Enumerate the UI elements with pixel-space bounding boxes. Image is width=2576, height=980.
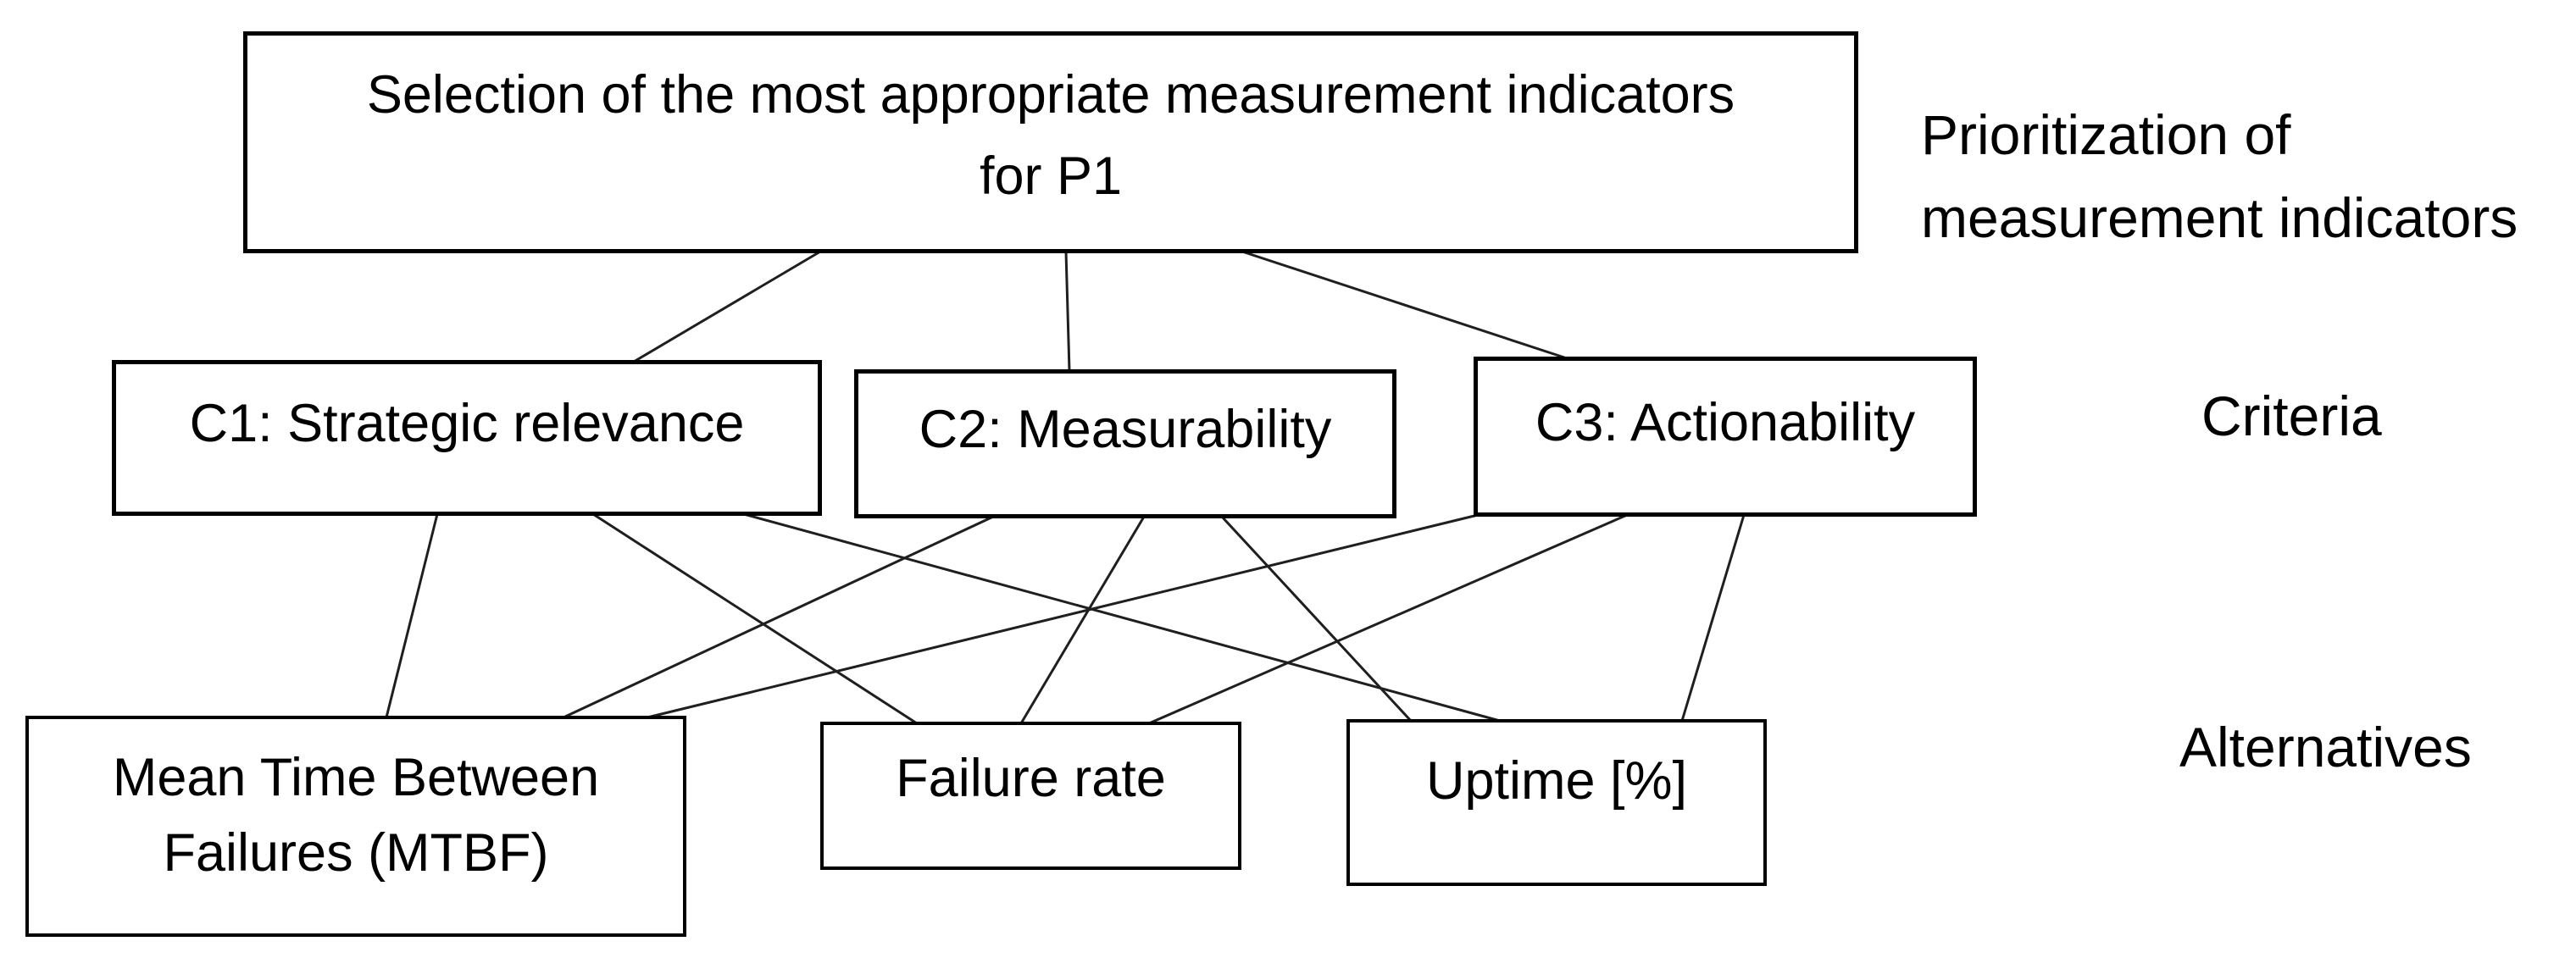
alternative-mtbf-label-line1: Mean Time Between bbox=[112, 747, 600, 807]
alternative-box-uptime: Uptime [%] bbox=[1346, 719, 1767, 886]
criterion-box-c3: C3: Actionability bbox=[1474, 357, 1977, 517]
alternative-box-failure-rate: Failure rate bbox=[820, 722, 1241, 870]
criterion-box-c2: C2: Measurability bbox=[854, 369, 1396, 518]
edge-c2-fr bbox=[1019, 516, 1146, 724]
level-label-criteria: Criteria bbox=[2201, 374, 2382, 457]
edge-goal-c2 bbox=[1064, 251, 1071, 372]
edge-c1-fr bbox=[592, 512, 918, 725]
level-label-alternatives: Alternatives bbox=[2179, 706, 2472, 789]
alternative-mtbf-label-line2: Failures (MTBF) bbox=[163, 822, 549, 883]
goal-label-line1: Selection of the most appropriate measur… bbox=[366, 65, 1735, 125]
level-label-prioritization: Prioritization of measurement indicators bbox=[1921, 93, 2518, 259]
criterion-box-c1: C1: Strategic relevance bbox=[112, 360, 822, 516]
level-label-prioritization-line2: measurement indicators bbox=[1921, 186, 2518, 249]
goal-box: Selection of the most appropriate measur… bbox=[243, 31, 1858, 253]
criterion-c2-label: C2: Measurability bbox=[919, 400, 1332, 459]
edge-goal-c1 bbox=[633, 250, 821, 363]
alternative-uptime-label: Uptime [%] bbox=[1425, 750, 1688, 811]
criterion-c1-label: C1: Strategic relevance bbox=[189, 394, 745, 453]
level-label-criteria-line1: Criteria bbox=[2201, 385, 2382, 447]
alternative-box-mtbf: Mean Time Between Failures (MTBF) bbox=[25, 716, 686, 937]
edge-c1-mtbf bbox=[385, 513, 439, 718]
edge-c2-mtbf bbox=[563, 515, 994, 719]
level-label-prioritization-line1: Prioritization of bbox=[1921, 103, 2291, 166]
edge-c3-mtbf bbox=[647, 513, 1479, 719]
edge-c3-fr bbox=[1148, 513, 1628, 725]
edge-goal-c3 bbox=[1241, 250, 1568, 360]
goal-label-line2: for P1 bbox=[979, 147, 1123, 206]
edge-c1-uptime bbox=[743, 512, 1501, 723]
alternative-failure-rate-label: Failure rate bbox=[896, 748, 1166, 808]
edge-c3-uptime bbox=[1680, 514, 1746, 722]
level-label-alternatives-line1: Alternatives bbox=[2179, 716, 2472, 778]
edge-c2-uptime bbox=[1220, 515, 1413, 723]
criterion-c3-label: C3: Actionability bbox=[1535, 392, 1916, 452]
